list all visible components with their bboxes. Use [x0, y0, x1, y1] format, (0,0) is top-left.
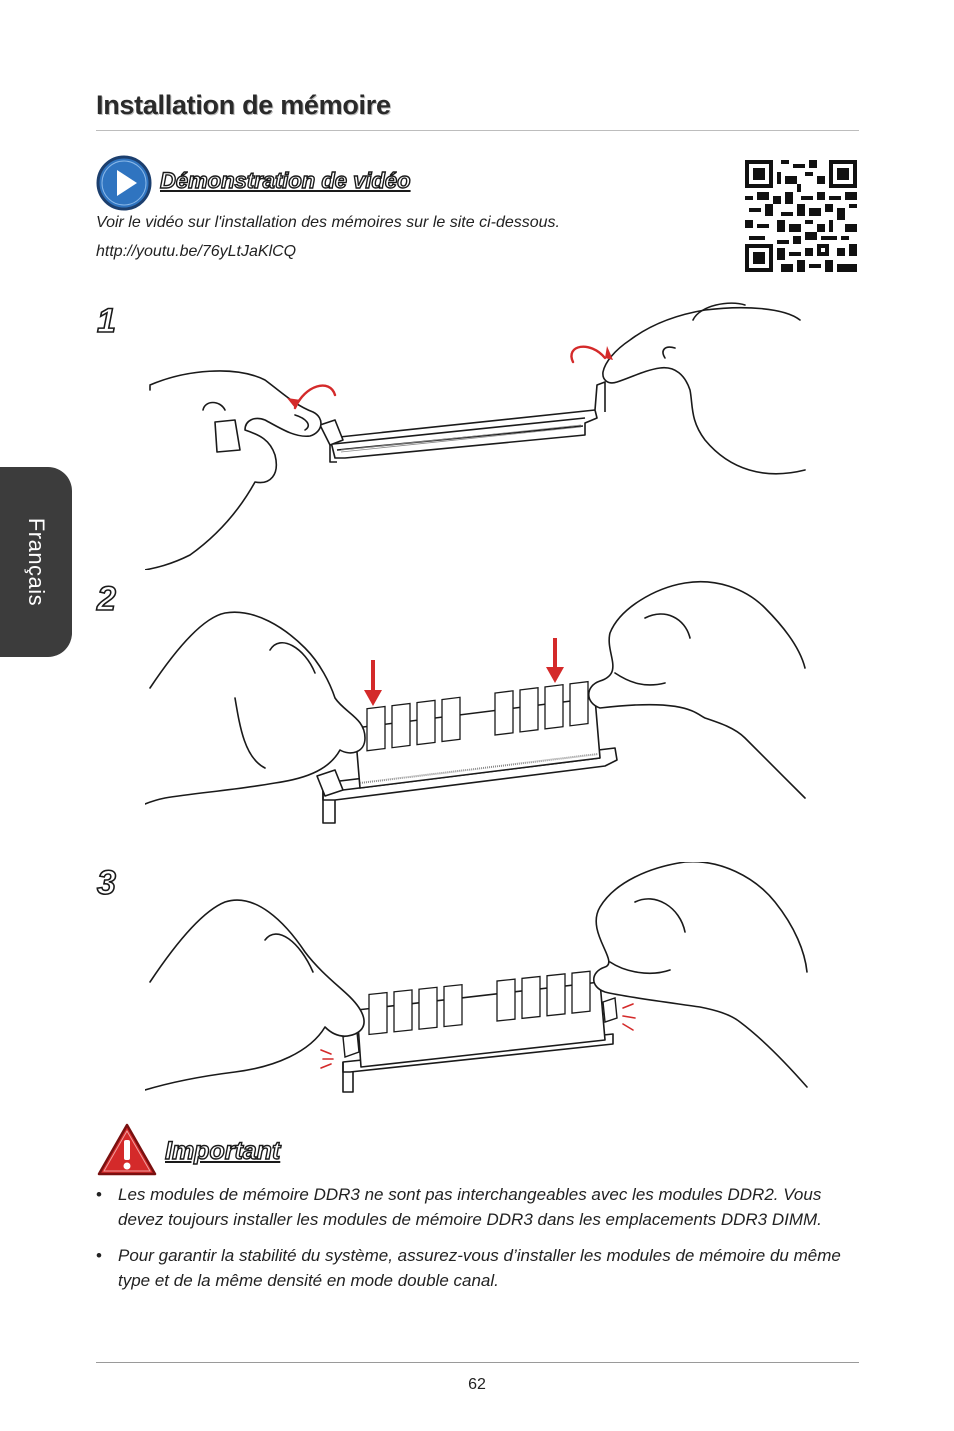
video-description: Voir le vidéo sur l'installation des mém… [96, 214, 560, 231]
list-item: • Pour garantir la stabilité du système,… [96, 1244, 856, 1293]
video-url-link[interactable]: http://youtu.be/76yLtJaKlCQ [96, 243, 297, 260]
step-3-illustration [145, 862, 808, 1093]
step-2-number: 2 [96, 579, 117, 619]
list-item: • Les modules de mémoire DDR3 ne sont pa… [96, 1183, 856, 1232]
play-icon [96, 155, 152, 211]
step-1-number: 1 [96, 301, 117, 341]
video-heading: Démonstration de vidéo [159, 167, 411, 193]
page-number: 62 [468, 1376, 486, 1393]
warning-icon [97, 1123, 157, 1176]
qr-code-icon[interactable] [745, 160, 857, 272]
bullet-marker: • [96, 1185, 102, 1204]
step-1-illustration [145, 302, 806, 570]
footer-divider [96, 1362, 859, 1363]
step-2-illustration [145, 580, 806, 824]
title-divider [96, 130, 859, 131]
language-tab-label: Français [24, 517, 49, 607]
bullet-marker: • [96, 1246, 102, 1265]
important-heading: Important [164, 1136, 281, 1165]
language-tab: Français [0, 467, 72, 657]
list-item-text: Les modules de mémoire DDR3 ne sont pas … [118, 1185, 822, 1229]
step-3-number: 3 [96, 863, 117, 903]
important-list: • Les modules de mémoire DDR3 ne sont pa… [96, 1183, 856, 1305]
list-item-text: Pour garantir la stabilité du système, a… [118, 1246, 841, 1290]
page-title: Installation de mémoire [96, 90, 391, 120]
